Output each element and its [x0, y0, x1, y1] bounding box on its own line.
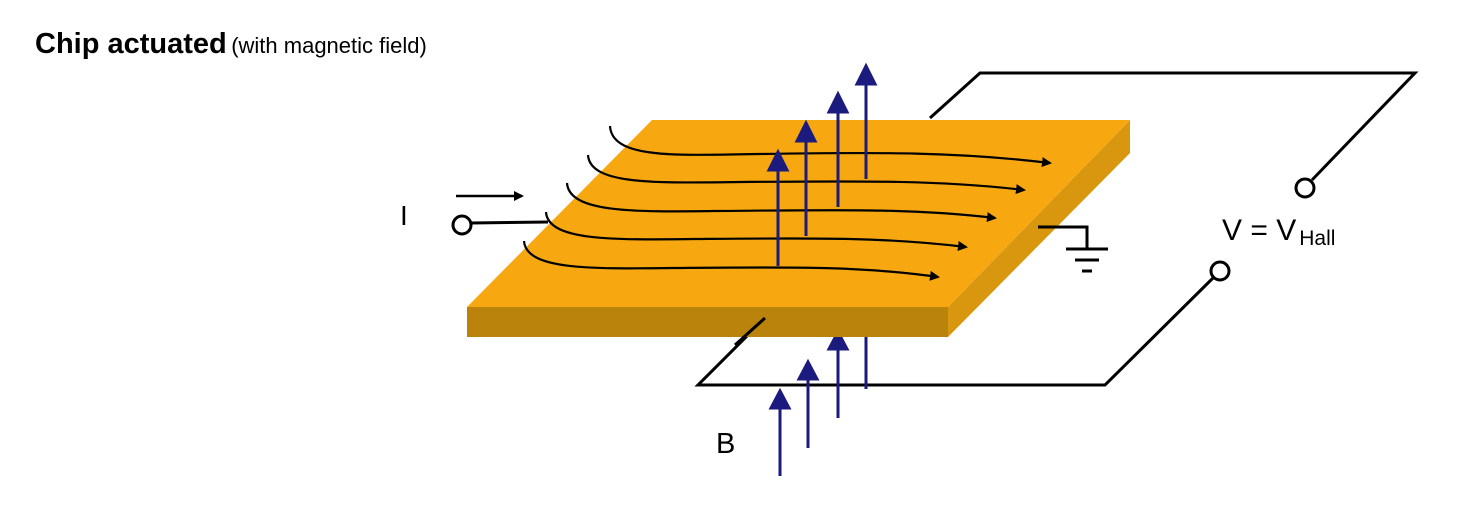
input-terminal [451, 214, 473, 236]
title-main: Chip actuated [35, 28, 227, 60]
magnetic-field-arrows-above [766, 62, 878, 266]
field-label: B [716, 428, 736, 460]
magnetic-field-arrows-below [768, 328, 868, 476]
voltage-terminal-top [1294, 177, 1316, 199]
voltage-subscript: Hall [1299, 227, 1336, 250]
title-sub: (with magnetic field) [231, 33, 427, 58]
voltage-terminal-bottom [1209, 260, 1231, 282]
diagram-title: Chip actuated (with magnetic field) [35, 28, 427, 61]
ground-symbol [1038, 225, 1108, 273]
current-label: I [400, 200, 408, 231]
voltage-prefix: V = V [1222, 214, 1297, 247]
circuit-wire [470, 71, 1419, 387]
